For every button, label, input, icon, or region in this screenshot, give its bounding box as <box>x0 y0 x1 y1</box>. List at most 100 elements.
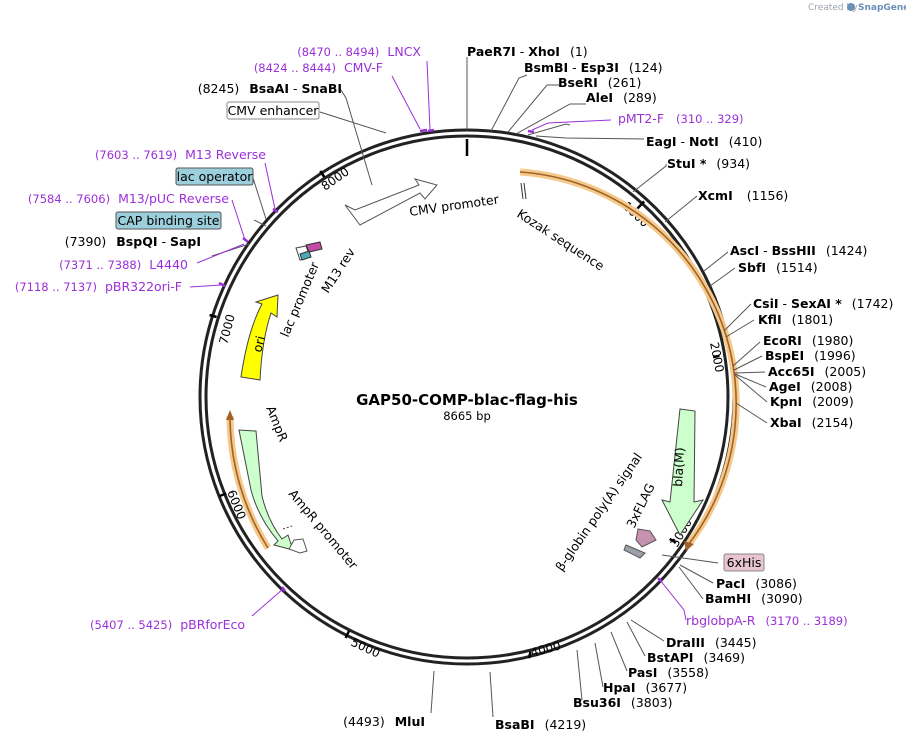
feature-cap-binding-site[interactable]: CAP binding site <box>118 213 220 228</box>
leader-eagi <box>535 135 645 140</box>
enzyme-bamhi[interactable]: BamHI(3090) <box>705 591 803 606</box>
enzyme-xcmi[interactable]: XcmI(1156) <box>698 188 788 203</box>
pleader-pbrforeco <box>251 588 284 617</box>
leader-lac-operator <box>252 177 267 220</box>
primer-mark-m13-reverse <box>272 207 279 214</box>
leader-ecori <box>732 341 761 367</box>
enzyme-pasi[interactable]: PasI(3558) <box>628 665 709 680</box>
orf-arrowhead <box>684 541 694 551</box>
enzyme-kpni[interactable]: KpnI(2009) <box>770 394 854 409</box>
leader-6xhis <box>661 554 719 564</box>
primer-rbglobpa-r[interactable]: rbglobpA-R(3170 .. 3189) <box>686 613 848 628</box>
pleader-m13-reverse <box>264 162 276 210</box>
primer-l4440[interactable]: (7371 .. 7388)L4440 <box>59 257 188 272</box>
feature-ampr-promoter[interactable]: AmpR promoter <box>286 486 362 572</box>
leader-paci <box>679 564 714 584</box>
feature-kozak-sequence[interactable]: Kozak sequence <box>514 206 607 274</box>
leader-cmv-enhancer <box>319 111 387 134</box>
enzyme-csii[interactable]: CsiI - SexAI *(1742) <box>753 296 893 311</box>
primer-m13-reverse[interactable]: (7603 .. 7619)M13 Reverse <box>95 147 266 162</box>
feature-lac-operator[interactable]: lac operator <box>177 169 254 184</box>
enzyme-mlui[interactable]: (4493)MluI <box>343 714 425 729</box>
leader-draiii <box>630 619 665 642</box>
enzyme-paci[interactable]: PacI(3086) <box>716 576 797 591</box>
leader-bsmbi <box>490 74 528 132</box>
enzyme-kfli[interactable]: KflI(1801) <box>758 312 833 327</box>
lac-operator-mark <box>299 250 312 261</box>
feature-m13-rev[interactable]: M13 rev <box>318 245 358 296</box>
plasmid-name: GAP50-COMP-blac-flag-his <box>356 391 578 409</box>
enzyme-bsabi[interactable]: BsaBI(4219) <box>495 717 586 732</box>
feature-ampr[interactable]: AmpR <box>263 404 291 445</box>
enzyme-agei[interactable]: AgeI(2008) <box>769 379 852 394</box>
enzyme-bsmbi[interactable]: BsmBI - Esp3I(124) <box>524 60 663 75</box>
enzyme-acc65i[interactable]: Acc65I(2005) <box>768 364 866 379</box>
primer-mark-pbrforeco <box>281 586 286 592</box>
enzyme-paer7i[interactable]: PaeR7I - XhoI(1) <box>467 44 588 59</box>
leader-bsu36i <box>576 649 583 701</box>
leader-alei <box>515 103 586 135</box>
leader-hpai <box>594 642 604 688</box>
feature-lac-promoter[interactable]: lac promoter <box>277 259 322 339</box>
enzyme-ecori[interactable]: EcoRI(1980) <box>763 333 853 348</box>
enzyme-xbai[interactable]: XbaI(2154) <box>770 415 853 430</box>
kozak-mark-2 <box>523 182 527 200</box>
tick-1000 <box>636 200 646 210</box>
ampr-promoter-arrow <box>288 538 308 554</box>
ampr-junction <box>282 525 293 530</box>
enzyme-leaders <box>211 57 768 718</box>
leader-kfli <box>725 319 755 338</box>
orf-left-arrowhead <box>226 410 234 420</box>
primer-lncx[interactable]: (8470 .. 8494)LNCX <box>297 44 421 59</box>
primer-cmv-f[interactable]: (8424 .. 8444)CMV-F <box>254 60 383 75</box>
orf-line-upper <box>519 171 737 546</box>
enzyme-asci[interactable]: AscI - BssHII(1424) <box>730 243 867 258</box>
enzyme-bspqi[interactable]: (7390)BspQI - SapI <box>65 234 201 249</box>
primer-mark-pmt2f <box>527 129 535 134</box>
pleader-pbr322 <box>189 284 222 288</box>
primer-m13-puc-reverse[interactable]: (7584 .. 7606)M13/pUC Reverse <box>28 191 229 206</box>
orf-line-left <box>229 415 269 549</box>
snapgene-brand: SnapGene <box>858 3 906 13</box>
primer-pbrforeco[interactable]: (5407 .. 5425)pBRforEco <box>90 617 245 632</box>
enzyme-bstapi[interactable]: BstAPI(3469) <box>647 650 745 665</box>
primer-mark-pbr322 <box>218 281 226 288</box>
enzyme-draiii[interactable]: DraIII(3445) <box>666 635 757 650</box>
tick-5000 <box>344 630 351 639</box>
cmv-promoter-arrow <box>344 178 438 226</box>
primer-pmt2-f[interactable]: pMT2-F(310 .. 329) <box>618 111 744 126</box>
enzyme-alei[interactable]: AleI(289) <box>586 90 657 105</box>
enzyme-eagi[interactable]: EagI - NotI(410) <box>646 134 762 149</box>
feature-bla-m[interactable]: bla(M) <box>670 447 687 487</box>
feature-cmv-enhancer[interactable]: CMV enhancer <box>228 103 320 118</box>
leader-agei <box>734 373 767 388</box>
cap-binding-site-box <box>115 211 222 230</box>
enzyme-bsu36i[interactable]: Bsu36I(3803) <box>573 695 673 710</box>
primer-pbr322ori-f[interactable]: (7118 .. 7137)pBR322ori-F <box>15 279 182 294</box>
enzyme-sbfi[interactable]: SbfI(1514) <box>738 260 818 275</box>
enzyme-bspei[interactable]: BspEI(1996) <box>765 348 856 363</box>
primer-mark-lncx <box>427 128 435 133</box>
enzyme-hpai[interactable]: HpaI(3677) <box>603 680 687 695</box>
tick-7000 <box>209 313 217 319</box>
pleader-m13-puc <box>231 199 246 241</box>
enzyme-labels: PaeR7I - XhoI(1) BsmBI - Esp3I(124) BseR… <box>65 44 894 732</box>
leader-stui <box>632 164 667 193</box>
feature-ori[interactable]: ori <box>249 334 268 354</box>
enzyme-bsaai[interactable]: (8245)BsaAI - SnaBI <box>198 81 342 96</box>
feature-6xhis[interactable]: 6xHis <box>727 555 762 570</box>
ampr-arrow <box>238 429 294 551</box>
primer-mark-m13-puc <box>242 237 249 243</box>
leader-sbfi <box>709 267 736 287</box>
enzyme-bseri[interactable]: BseRI(261) <box>558 75 641 90</box>
pleader-pmt2f <box>531 119 612 131</box>
pleader-l4440 <box>196 243 245 264</box>
feature-3xflag[interactable]: 3xFLAG <box>623 481 657 531</box>
enzyme-stui[interactable]: StuI *(934) <box>667 156 750 171</box>
leader-asci <box>703 251 729 272</box>
leader-xcmi <box>664 195 698 223</box>
pleader-rbglob <box>659 579 687 621</box>
kozak-mark <box>520 182 524 200</box>
